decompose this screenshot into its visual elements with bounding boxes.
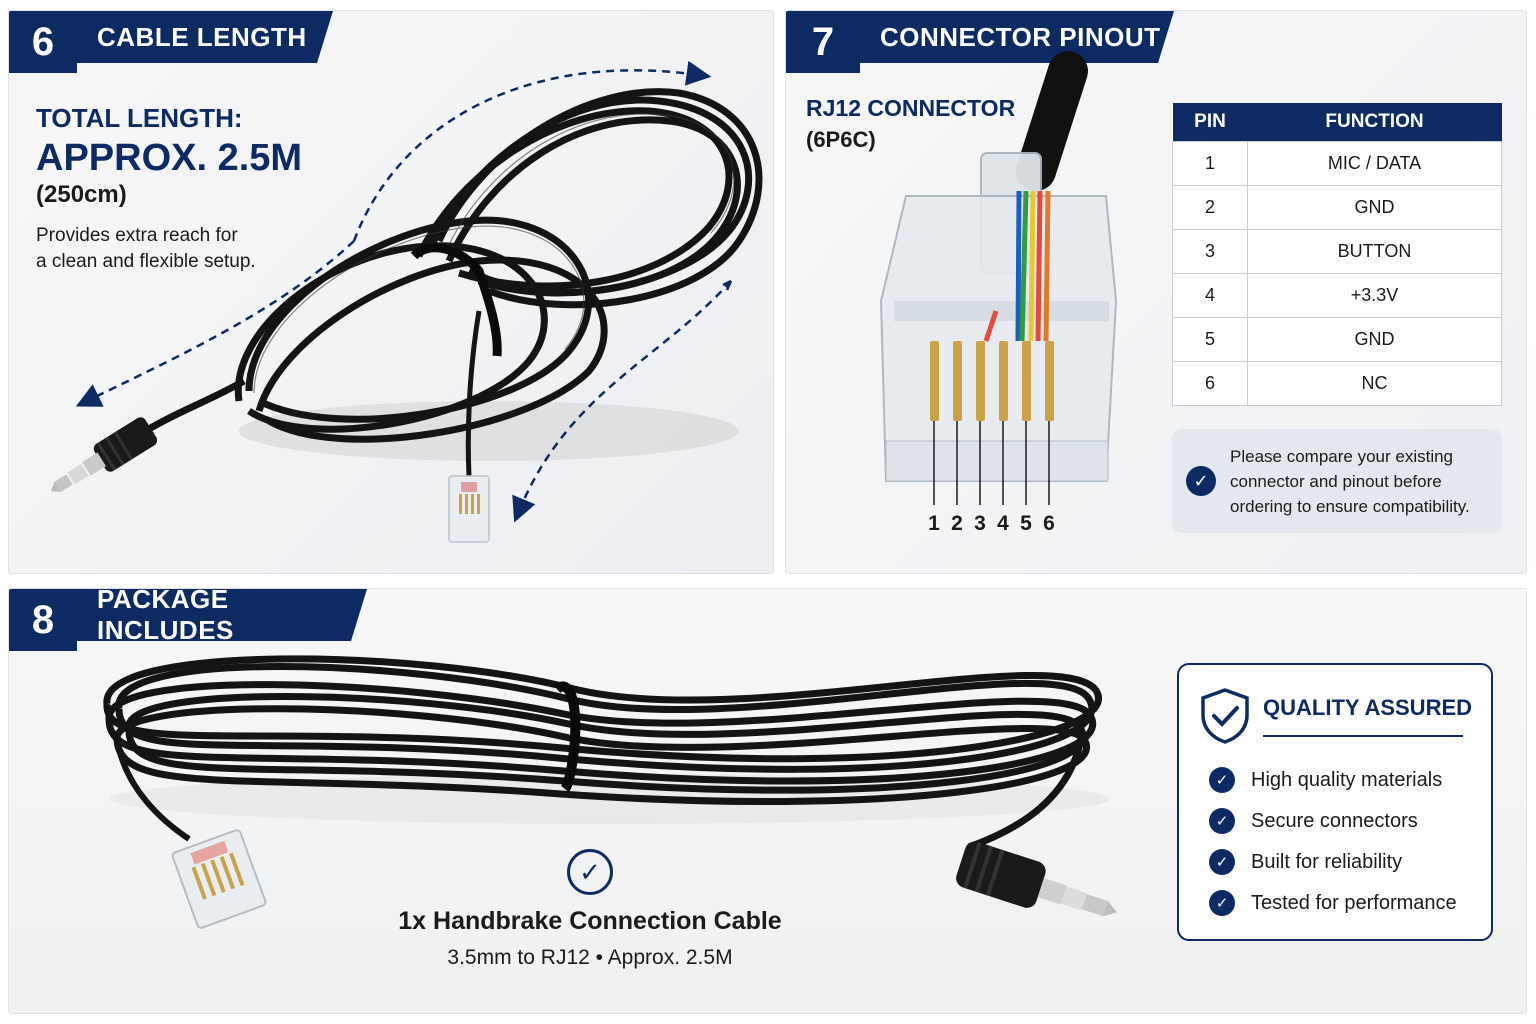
pin-function-cell: +3.3V <box>1247 272 1502 318</box>
note-line-3: ordering to ensure compatibility. <box>1230 496 1470 516</box>
length-arrow-left <box>75 240 355 407</box>
check-circle-icon: ✓ <box>1209 849 1235 875</box>
connector-name: RJ12 CONNECTOR <box>806 95 1016 121</box>
pin-number-label: 3 <box>974 512 986 535</box>
table-header-pin: PIN <box>1172 103 1248 141</box>
quality-title-underline <box>1263 735 1463 737</box>
section-title: PACKAGE INCLUDES <box>77 589 367 641</box>
quality-item-label: Tested for performance <box>1251 891 1457 914</box>
quality-item: ✓ Tested for performance <box>1209 890 1457 916</box>
pin-number-label: 2 <box>951 512 963 535</box>
pin-number-label: 5 <box>1020 512 1032 535</box>
pin-number-cell: 2 <box>1172 184 1248 230</box>
gold-contact <box>1045 341 1054 421</box>
check-circle-icon: ✓ <box>1209 808 1235 834</box>
item-check-icon: ✓ <box>567 849 613 895</box>
quality-item: ✓ Built for reliability <box>1209 849 1402 875</box>
length-description-2: a clean and flexible setup. <box>36 251 256 272</box>
length-value: APPROX. 2.5M <box>36 137 303 179</box>
shield-check-icon <box>1201 688 1249 744</box>
pin-function-cell: GND <box>1247 316 1502 362</box>
gold-contact <box>953 341 962 421</box>
pin-number-cell: 6 <box>1172 360 1248 406</box>
pin-number-cell: 3 <box>1172 228 1248 274</box>
pin-function-cell: NC <box>1247 360 1502 406</box>
check-circle-icon: ✓ <box>1186 466 1216 496</box>
table-row: 4+3.3V <box>1172 272 1502 318</box>
gold-contact <box>976 341 985 421</box>
note-line-2: connector and pinout before <box>1230 471 1442 491</box>
compatibility-note: ✓ Please compare your existing connector… <box>1172 429 1502 533</box>
cable-length-panel: 6 CABLE LENGTH TOTAL LENGTH: APPROX. 2.5… <box>8 10 774 574</box>
pin-function-cell: BUTTON <box>1247 228 1502 274</box>
pin-number-label: 6 <box>1043 512 1055 535</box>
item-subtitle: 3.5mm to RJ12 • Approx. 2.5M <box>447 946 733 969</box>
section-title: CONNECTOR PINOUT <box>860 11 1174 63</box>
quality-title: QUALITY ASSURED <box>1263 695 1473 720</box>
section-number-badge: 6 <box>9 11 77 73</box>
pin-number-label: 1 <box>928 512 940 535</box>
section-number-badge: 8 <box>9 589 77 651</box>
quality-item-label: High quality materials <box>1251 768 1443 791</box>
total-length-label: TOTAL LENGTH: <box>36 103 243 133</box>
quality-item-label: Secure connectors <box>1251 809 1418 832</box>
check-circle-icon: ✓ <box>1209 890 1235 916</box>
length-cm: (250cm) <box>36 181 127 208</box>
pin-number-label: 4 <box>997 512 1009 535</box>
section-title: CABLE LENGTH <box>77 11 333 63</box>
quality-item: ✓ High quality materials <box>1209 767 1442 793</box>
length-arrow-top <box>352 60 712 242</box>
pin-number-cell: 5 <box>1172 316 1248 362</box>
coiled-cable-illustration <box>50 60 763 543</box>
check-circle-icon: ✓ <box>1209 767 1235 793</box>
gold-contact <box>999 341 1008 421</box>
gold-contact <box>1022 341 1031 421</box>
quality-item-label: Built for reliability <box>1251 850 1403 873</box>
packaged-cable-illustration <box>103 655 1117 929</box>
pin-number-cell: 1 <box>1172 140 1248 186</box>
item-title: 1x Handbrake Connection Cable <box>398 907 782 935</box>
section-number-badge: 7 <box>786 11 860 73</box>
connector-pinout-panel: 7 CONNECTOR PINOUT RJ12 CONNECTOR (6P6C)… <box>785 10 1527 574</box>
note-line-1: Please compare your existing <box>1230 446 1454 466</box>
length-description-1: Provides extra reach for <box>36 225 238 246</box>
gold-contacts <box>930 341 1054 421</box>
gold-contact <box>930 341 939 421</box>
quality-assured-box: QUALITY ASSURED ✓ High quality materials… <box>1177 663 1493 941</box>
pin-function-cell: GND <box>1247 184 1502 230</box>
length-arrow-right <box>512 280 732 523</box>
table-header-function: FUNCTION <box>1247 103 1502 141</box>
pin-number-cell: 4 <box>1172 272 1248 318</box>
package-includes-panel: 8 PACKAGE INCLUDES <box>8 588 1527 1014</box>
quality-item: ✓ Secure connectors <box>1209 808 1418 834</box>
pin-function-cell: MIC / DATA <box>1247 140 1502 186</box>
connector-type: (6P6C) <box>806 127 876 152</box>
